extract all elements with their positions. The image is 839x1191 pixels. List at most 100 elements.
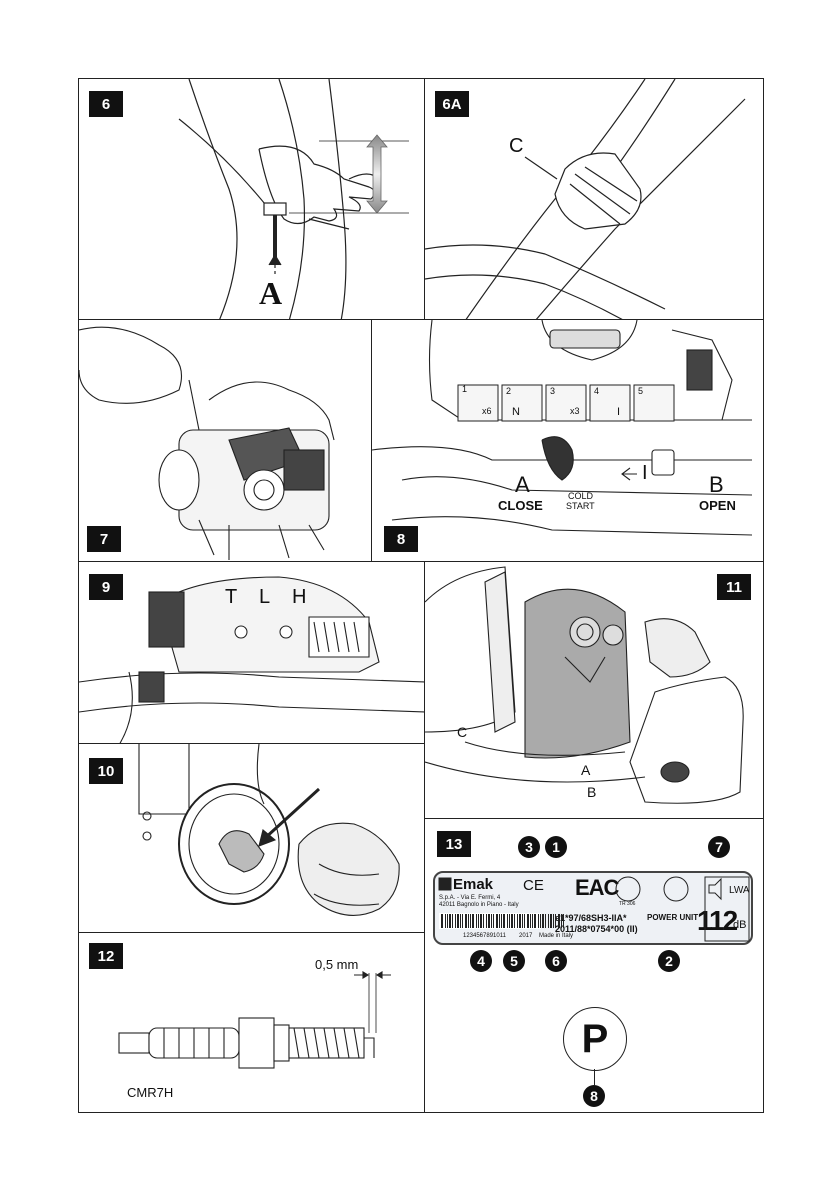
figure-9-illustration — [79, 562, 425, 744]
callout-1: 1 — [545, 836, 567, 858]
figure-6a: 6A C — [424, 78, 764, 320]
figure-13: 13 Emak S.p.A. - Via E. Fermi, 4 42011 B… — [424, 818, 764, 1113]
barcode-bar — [441, 914, 443, 928]
barcode-bar — [530, 914, 531, 928]
step-mark: x6 — [482, 406, 492, 416]
barcode-bar — [488, 914, 490, 928]
figure-8: 1 x6 2 N 3 x3 4 I 5 A CLOSE COLD START I… — [371, 319, 764, 562]
step-number: 3 — [550, 386, 555, 396]
label-a: A — [259, 275, 282, 312]
figure-6-illustration — [79, 79, 425, 320]
callout-4: 4 — [470, 950, 492, 972]
step-number: 5 — [638, 386, 643, 396]
cold-start-label: START — [566, 501, 595, 511]
barcode-bar — [493, 914, 494, 928]
barcode-bar — [532, 914, 533, 928]
label-a: A — [581, 762, 590, 778]
figure-7: 7 — [78, 319, 372, 562]
figure-number: 8 — [384, 526, 418, 552]
callout-5: 5 — [503, 950, 525, 972]
barcode-bar — [522, 914, 523, 928]
barcode-bar — [534, 914, 536, 928]
cold-start-label: COLD — [568, 491, 593, 501]
barcode-bar — [514, 914, 515, 928]
barcode-bar — [542, 914, 544, 928]
barcode-bar — [478, 914, 479, 928]
figure-number: 7 — [87, 526, 121, 552]
screw-t: T — [225, 586, 237, 609]
barcode-bar — [517, 914, 518, 928]
callout-6: 6 — [545, 950, 567, 972]
spark-plug-model: CMR7H — [127, 1085, 173, 1100]
figure-12: 12 0,5 mm CMR7H — [78, 932, 425, 1113]
label-c: C — [509, 135, 523, 158]
barcode-bar — [527, 914, 529, 928]
barcode-bar — [507, 914, 508, 928]
p-symbol-letter: P — [582, 1017, 609, 1062]
barcode-bar — [447, 914, 448, 928]
barcode-bar — [509, 914, 510, 928]
gap-dimension: 0,5 mm — [315, 957, 358, 972]
figure-9: 9 T L H — [78, 561, 425, 744]
barcode-bar — [524, 914, 525, 928]
rating-plate: Emak S.p.A. - Via E. Fermi, 4 42011 Bagn… — [433, 871, 753, 945]
screw-l: L — [259, 586, 270, 609]
close-label: CLOSE — [498, 498, 543, 513]
barcode-bar — [468, 914, 469, 928]
barcode-bar — [496, 914, 498, 928]
barcode-bar — [476, 914, 477, 928]
figure-7-illustration — [79, 320, 372, 562]
step-number: 1 — [462, 386, 467, 393]
callout-7: 7 — [708, 836, 730, 858]
label-b: B — [587, 784, 596, 800]
figure-10-illustration — [79, 744, 425, 933]
barcode-bar — [491, 914, 492, 928]
callout-3: 3 — [518, 836, 540, 858]
barcode-bar — [561, 914, 562, 928]
label-b: B — [709, 472, 724, 498]
barcode-bar — [483, 914, 484, 928]
barcode-bar — [501, 914, 502, 928]
barcode-bar — [460, 914, 461, 928]
barcode-bar — [548, 914, 549, 928]
barcode-bar — [555, 914, 556, 928]
barcode-bar — [457, 914, 459, 928]
barcode-bar — [465, 914, 467, 928]
open-label: OPEN — [699, 498, 736, 513]
barcode-bar — [553, 914, 554, 928]
barcode-bar — [563, 914, 564, 928]
run-mark: I — [642, 462, 648, 485]
figure-6: 6 A — [78, 78, 425, 320]
barcode-bar — [445, 914, 446, 928]
figure-6a-illustration — [425, 79, 764, 320]
barcode-bar — [486, 914, 487, 928]
barcode-bar — [550, 914, 552, 928]
barcode-bar — [470, 914, 471, 928]
callout-leader — [594, 1069, 595, 1085]
screw-h: H — [292, 586, 306, 609]
barcode-bar — [499, 914, 500, 928]
barcode-bar — [540, 914, 541, 928]
barcode-bar — [480, 914, 482, 928]
callout-8: 8 — [583, 1085, 605, 1107]
callout-2: 2 — [658, 950, 680, 972]
barcode-bar — [503, 914, 505, 928]
figure-10: 10 — [78, 743, 425, 933]
label-a: A — [515, 472, 530, 498]
barcode-bar — [452, 914, 453, 928]
parking-symbol: P — [563, 1007, 627, 1071]
step-mark: I — [617, 406, 620, 418]
barcode-bar — [455, 914, 456, 928]
barcode-bar — [545, 914, 546, 928]
barcode-bar — [519, 914, 521, 928]
barcode-bar — [538, 914, 539, 928]
barcode-bar — [462, 914, 463, 928]
barcode-bar — [472, 914, 474, 928]
step-number: 4 — [594, 386, 599, 396]
step-number: 2 — [506, 386, 511, 396]
plate-graphics — [435, 873, 755, 947]
figure-11-illustration — [425, 562, 764, 819]
step-mark: N — [512, 406, 520, 418]
barcode-bar — [511, 914, 513, 928]
step-mark: x3 — [570, 406, 580, 416]
